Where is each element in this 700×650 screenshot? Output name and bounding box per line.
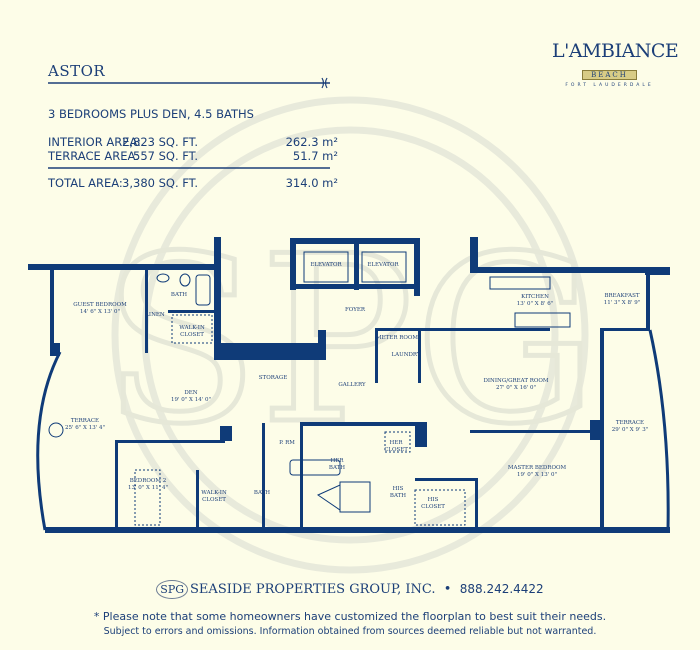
total-label: TOTAL AREA: xyxy=(48,176,123,190)
room-name: GUEST BEDROOM xyxy=(73,302,127,308)
room-foyer: FOYER xyxy=(344,307,366,313)
customization-note: * Please note that some homeowners have … xyxy=(93,610,607,623)
room-dim: 19' 0" X 14' 0" xyxy=(171,396,211,403)
room-name: BEDROOM 2 xyxy=(129,478,167,484)
room-gallery: GALLERY xyxy=(338,382,366,388)
room-dim: 14' 6" X 13' 0" xyxy=(80,308,120,315)
model-name: ASTOR xyxy=(48,62,106,80)
room-his-closet: HIS CLOSET xyxy=(421,497,445,510)
fixtures xyxy=(36,251,670,531)
room-meter: METER ROOM xyxy=(375,335,419,341)
room-name: TERRACE xyxy=(70,418,100,424)
room-laundry: LAUNDRY xyxy=(391,352,421,358)
room-storage: STORAGE xyxy=(258,375,288,381)
room-powder: P. RM xyxy=(279,440,295,446)
room-dim: 27' 0" X 16' 0" xyxy=(496,384,536,391)
disclaimer: Subject to errors and omissions. Informa… xyxy=(103,626,597,637)
room-elevator-1: ELEVATOR xyxy=(310,262,342,268)
room-dim: 11' 3" X 8' 9" xyxy=(603,299,641,306)
area-sqft: 557 SQ. FT. xyxy=(133,149,198,163)
room-name: DINING/GREAT ROOM xyxy=(483,378,549,384)
room-bath-2: BATH xyxy=(253,490,271,496)
room-name: DEN xyxy=(184,390,198,396)
total-metric: 314.0 m² xyxy=(285,176,338,190)
area-label: TERRACE AREA: xyxy=(48,149,140,163)
room-her-bath: HER BATH xyxy=(328,458,346,471)
development-logo: L'AMBIANCE BEACH FORT LAUDERDALE xyxy=(552,40,679,88)
room-dim: 13' 0" X 11' 4" xyxy=(128,484,168,491)
spg-badge: SPG xyxy=(156,580,189,599)
room-his-bath: HIS BATH xyxy=(389,486,407,499)
room-bath-1: BATH xyxy=(170,292,188,298)
room-name: TERRACE xyxy=(615,420,645,426)
svg-text:SPG: SPG xyxy=(102,208,598,475)
area-sqft: 2,823 SQ. FT. xyxy=(122,135,198,149)
room-name: KITCHEN xyxy=(521,294,549,300)
room-dim: 13' 0" X 8' 6" xyxy=(516,300,554,307)
watermark: SPG xyxy=(99,96,601,574)
bullet: • xyxy=(443,582,452,597)
room-name: MASTER BEDROOM xyxy=(507,465,567,471)
header-rule xyxy=(48,77,330,169)
room-her-closet: HER CLOSET xyxy=(384,440,408,453)
area-label: INTERIOR AREA: xyxy=(48,135,142,149)
area-metric: 262.3 m² xyxy=(285,135,338,149)
total-sqft: 3,380 SQ. FT. xyxy=(122,176,198,190)
room-walkin-1: WALK-IN CLOSET xyxy=(179,325,205,338)
company-name: SEASIDE PROPERTIES GROUP, INC. xyxy=(190,582,436,597)
room-linen: LINEN xyxy=(145,312,165,318)
area-metric: 51.7 m² xyxy=(292,149,338,163)
room-dim: 25' 6" X 13' 4" xyxy=(65,424,105,431)
logo-name: L'AMBIANCE xyxy=(552,40,679,62)
room-name: BREAKFAST xyxy=(604,293,640,299)
unit-summary: 3 BEDROOMS PLUS DEN, 4.5 BATHS xyxy=(48,107,254,121)
room-walkin-2: WALK-IN CLOSET xyxy=(201,490,227,503)
logo-location: FORT LAUDERDALE xyxy=(565,83,654,88)
room-dim: 19' 0" X 13' 0" xyxy=(516,471,557,478)
room-elevator-2: ELEVATOR xyxy=(367,262,399,268)
logo-sub: BEACH xyxy=(582,70,637,80)
phone-number: 888.242.4422 xyxy=(459,582,544,596)
room-dim: 29' 0" X 9' 3" xyxy=(611,426,649,433)
